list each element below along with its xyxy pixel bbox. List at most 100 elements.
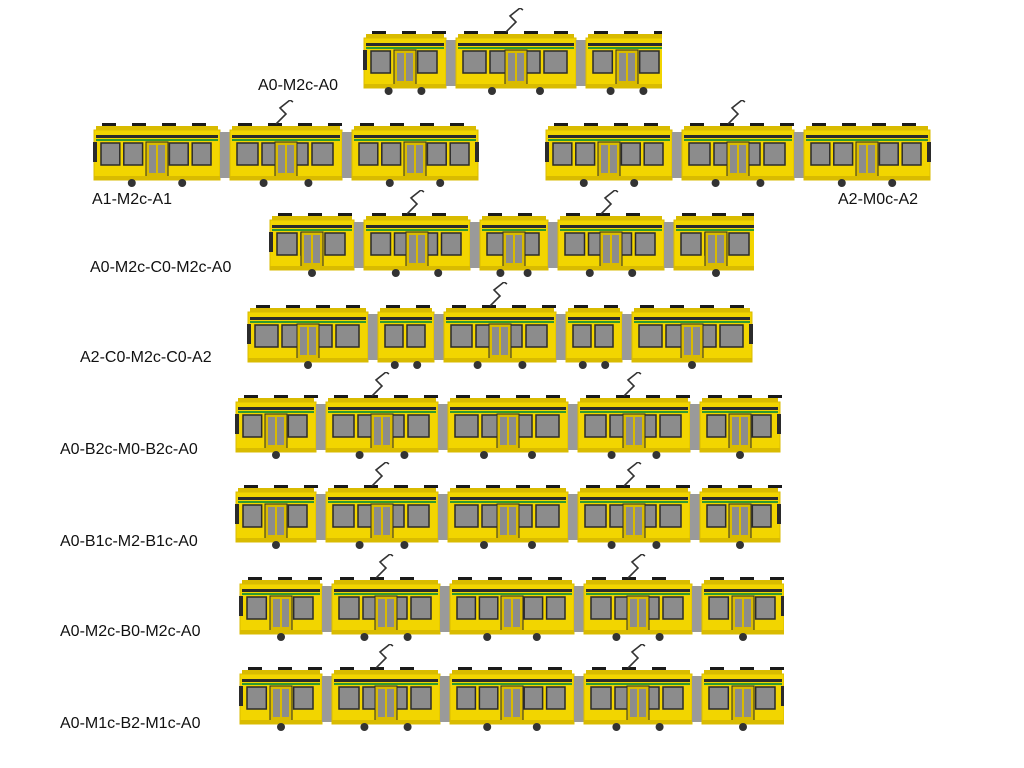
articulation-joint — [568, 494, 578, 540]
module-roof — [588, 34, 662, 39]
door-glass — [278, 145, 285, 173]
wheel — [739, 633, 747, 641]
roof-equipment — [482, 305, 496, 308]
pantograph-arm — [375, 554, 391, 579]
door-glass — [630, 599, 637, 627]
wheel — [178, 179, 187, 187]
window — [662, 596, 684, 620]
module-stripe — [702, 501, 778, 503]
module-band — [250, 317, 366, 320]
door-glass — [868, 145, 875, 173]
window — [370, 232, 392, 256]
tram-module — [699, 395, 782, 459]
roof-equipment — [902, 123, 916, 126]
roof-equipment — [670, 305, 684, 308]
roof-equipment — [390, 123, 404, 126]
tram-module — [239, 667, 323, 731]
cab-rear — [777, 414, 781, 434]
door-glass — [492, 327, 499, 355]
roof-equipment — [546, 485, 560, 488]
module-stripe — [242, 683, 320, 685]
tram-drawing — [235, 372, 782, 459]
tram-module — [577, 485, 691, 549]
roof-equipment — [708, 395, 722, 398]
roof-equipment — [738, 395, 752, 398]
window — [754, 686, 776, 710]
roof-equipment — [458, 577, 472, 580]
roof-equipment — [364, 485, 378, 488]
tram-module — [455, 31, 577, 95]
window — [706, 504, 727, 528]
module-roof — [238, 488, 314, 493]
window — [462, 50, 487, 74]
tram-drawing — [235, 462, 782, 549]
roof-equipment — [720, 123, 734, 126]
module-stripe — [450, 501, 566, 503]
door-glass — [630, 689, 637, 717]
cab-front — [235, 504, 239, 524]
wheel — [579, 179, 588, 187]
tram-module — [443, 305, 557, 369]
articulation-joint — [574, 676, 584, 722]
window — [370, 50, 392, 74]
roof-equipment — [594, 31, 608, 34]
articulation-joint — [438, 404, 448, 450]
module-stripe — [380, 321, 432, 323]
door-glass — [387, 599, 394, 627]
pantograph-arm — [375, 644, 391, 669]
module-band — [560, 225, 662, 228]
wheel — [480, 541, 488, 549]
roof-equipment — [274, 485, 288, 488]
door-glass — [619, 53, 626, 81]
roof-equipment — [700, 305, 714, 308]
roof-equipment — [654, 31, 662, 34]
module-roof — [586, 670, 690, 675]
module-band — [354, 135, 476, 138]
roof-equipment — [740, 577, 754, 580]
window — [662, 686, 684, 710]
tram-module — [583, 577, 693, 641]
roof-equipment — [676, 485, 690, 488]
module-stripe — [238, 411, 314, 413]
module-roof — [586, 580, 690, 585]
window — [584, 504, 607, 528]
window — [638, 324, 663, 348]
tram-module — [673, 213, 754, 277]
roof-equipment — [346, 305, 360, 308]
wheel — [308, 269, 316, 277]
cab-front — [545, 142, 549, 162]
wheel — [601, 361, 610, 369]
module-band — [586, 589, 690, 592]
wheel — [736, 451, 744, 459]
wheel — [607, 451, 616, 459]
cab-front — [269, 232, 273, 252]
window — [123, 142, 144, 166]
module-stripe — [354, 139, 476, 141]
module-skirt — [702, 630, 784, 634]
door-glass — [506, 235, 513, 263]
window — [688, 142, 711, 166]
window — [620, 142, 641, 166]
wheel — [585, 269, 594, 277]
wheel — [127, 179, 136, 187]
module-band — [704, 589, 782, 592]
module-roof — [334, 670, 438, 675]
door-glass — [639, 599, 646, 627]
wheel — [639, 87, 648, 95]
door-glass — [509, 417, 516, 445]
door-glass — [732, 507, 739, 535]
module-skirt — [230, 176, 342, 180]
articulation-joint — [446, 40, 456, 86]
articulation-joint — [692, 676, 702, 722]
door-glass — [509, 507, 516, 535]
window — [410, 596, 432, 620]
module-skirt — [558, 266, 664, 270]
window — [335, 324, 360, 348]
module-roof — [548, 126, 670, 131]
roof-equipment — [516, 485, 530, 488]
module-stripe — [634, 321, 750, 323]
wheel — [578, 361, 587, 369]
roof-equipment — [304, 485, 318, 488]
articulation-joint — [690, 404, 700, 450]
pantograph — [623, 462, 642, 487]
